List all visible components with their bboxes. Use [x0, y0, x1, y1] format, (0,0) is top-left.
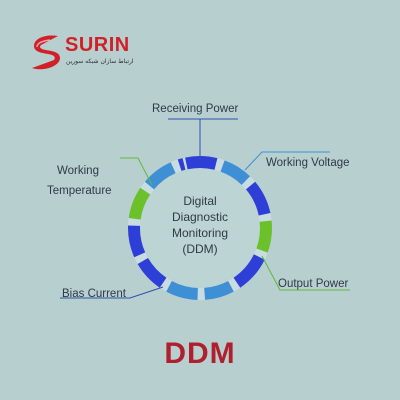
ring-segment [128, 187, 151, 220]
ring-segments [128, 156, 272, 300]
leader-receiving-power [168, 118, 238, 160]
ring-segment [256, 220, 272, 253]
label-working-temperature-1: Working [57, 165, 99, 177]
surin-s-logo-icon [32, 35, 60, 70]
surin-logo: SURIN ارتباط سازان شبکه سورین [28, 32, 148, 76]
label-bias-current: Bias Current [62, 288, 126, 300]
center-line-1: Digital [183, 194, 217, 208]
ring-segment [220, 160, 251, 185]
leader-bias-current [60, 286, 164, 299]
brand-tagline: ارتباط سازان شبکه سورین [66, 58, 134, 65]
label-output-power: Output Power [278, 278, 349, 290]
center-line-4: (DDM) [182, 242, 218, 256]
leader-output-power [261, 255, 350, 291]
ring-segment [203, 280, 234, 300]
ring-inner-disc [140, 168, 260, 288]
ring-segment [144, 162, 176, 190]
ring-segment [137, 257, 167, 288]
footer-title: DDM [164, 337, 236, 370]
ring-segment [177, 158, 186, 171]
ring-segment [166, 280, 199, 300]
label-receiving-power: Receiving Power [152, 103, 239, 115]
label-working-temperature-2: Temperature [47, 185, 112, 197]
leader-working-voltage [244, 151, 330, 171]
center-title: Digital Diagnostic Monitoring (DDM) [150, 193, 250, 257]
ring-segment [128, 225, 146, 258]
label-working-voltage: Working Voltage [266, 157, 350, 169]
ring-segment [233, 254, 265, 288]
brand-name: SURIN [65, 34, 130, 56]
leader-working-temperature [120, 157, 153, 186]
center-line-3: Monitoring [171, 226, 229, 240]
ring-segment [185, 156, 218, 170]
center-line-2: Diagnostic [171, 210, 229, 224]
ring-segment [245, 181, 271, 216]
